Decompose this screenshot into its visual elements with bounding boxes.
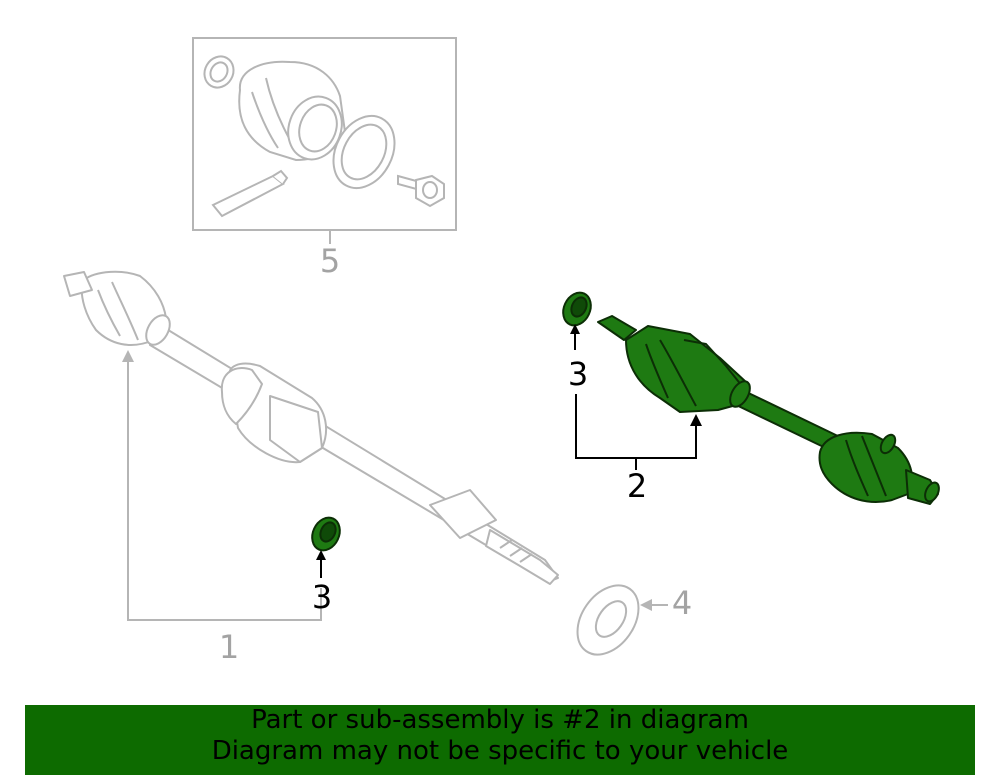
part-3-right-arrowhead bbox=[570, 324, 580, 334]
part-2-right-axle-shaft[interactable] bbox=[597, 315, 942, 505]
part-4-arrowhead bbox=[640, 599, 652, 611]
part-5-kit-inset[interactable] bbox=[192, 37, 457, 231]
banner-line-2: Diagram may not be specific to your vehi… bbox=[211, 736, 789, 766]
banner-line-1: Part or sub-assembly is #2 in diagram bbox=[251, 705, 749, 735]
callout-4[interactable]: 4 bbox=[672, 584, 692, 622]
part-3-seal-right[interactable] bbox=[558, 288, 596, 330]
part-1-leader bbox=[127, 352, 322, 621]
part-3-seal-left[interactable] bbox=[307, 513, 345, 555]
part-1-arrowhead bbox=[122, 350, 134, 362]
callout-2[interactable]: 2 bbox=[627, 467, 647, 505]
part-3-left-arrowhead bbox=[316, 550, 326, 560]
notice-banner: Part or sub-assembly is #2 in diagram Di… bbox=[25, 705, 975, 775]
part-1-left-axle-shaft[interactable] bbox=[63, 270, 559, 585]
callout-1[interactable]: 1 bbox=[219, 628, 239, 666]
callout-3-right[interactable]: 3 bbox=[568, 355, 588, 393]
part-4-washer[interactable] bbox=[565, 574, 651, 666]
part-2-leader bbox=[575, 394, 697, 470]
callout-5[interactable]: 5 bbox=[320, 242, 340, 280]
callout-3-left[interactable]: 3 bbox=[312, 578, 332, 616]
part-2-arrowhead bbox=[690, 414, 702, 426]
